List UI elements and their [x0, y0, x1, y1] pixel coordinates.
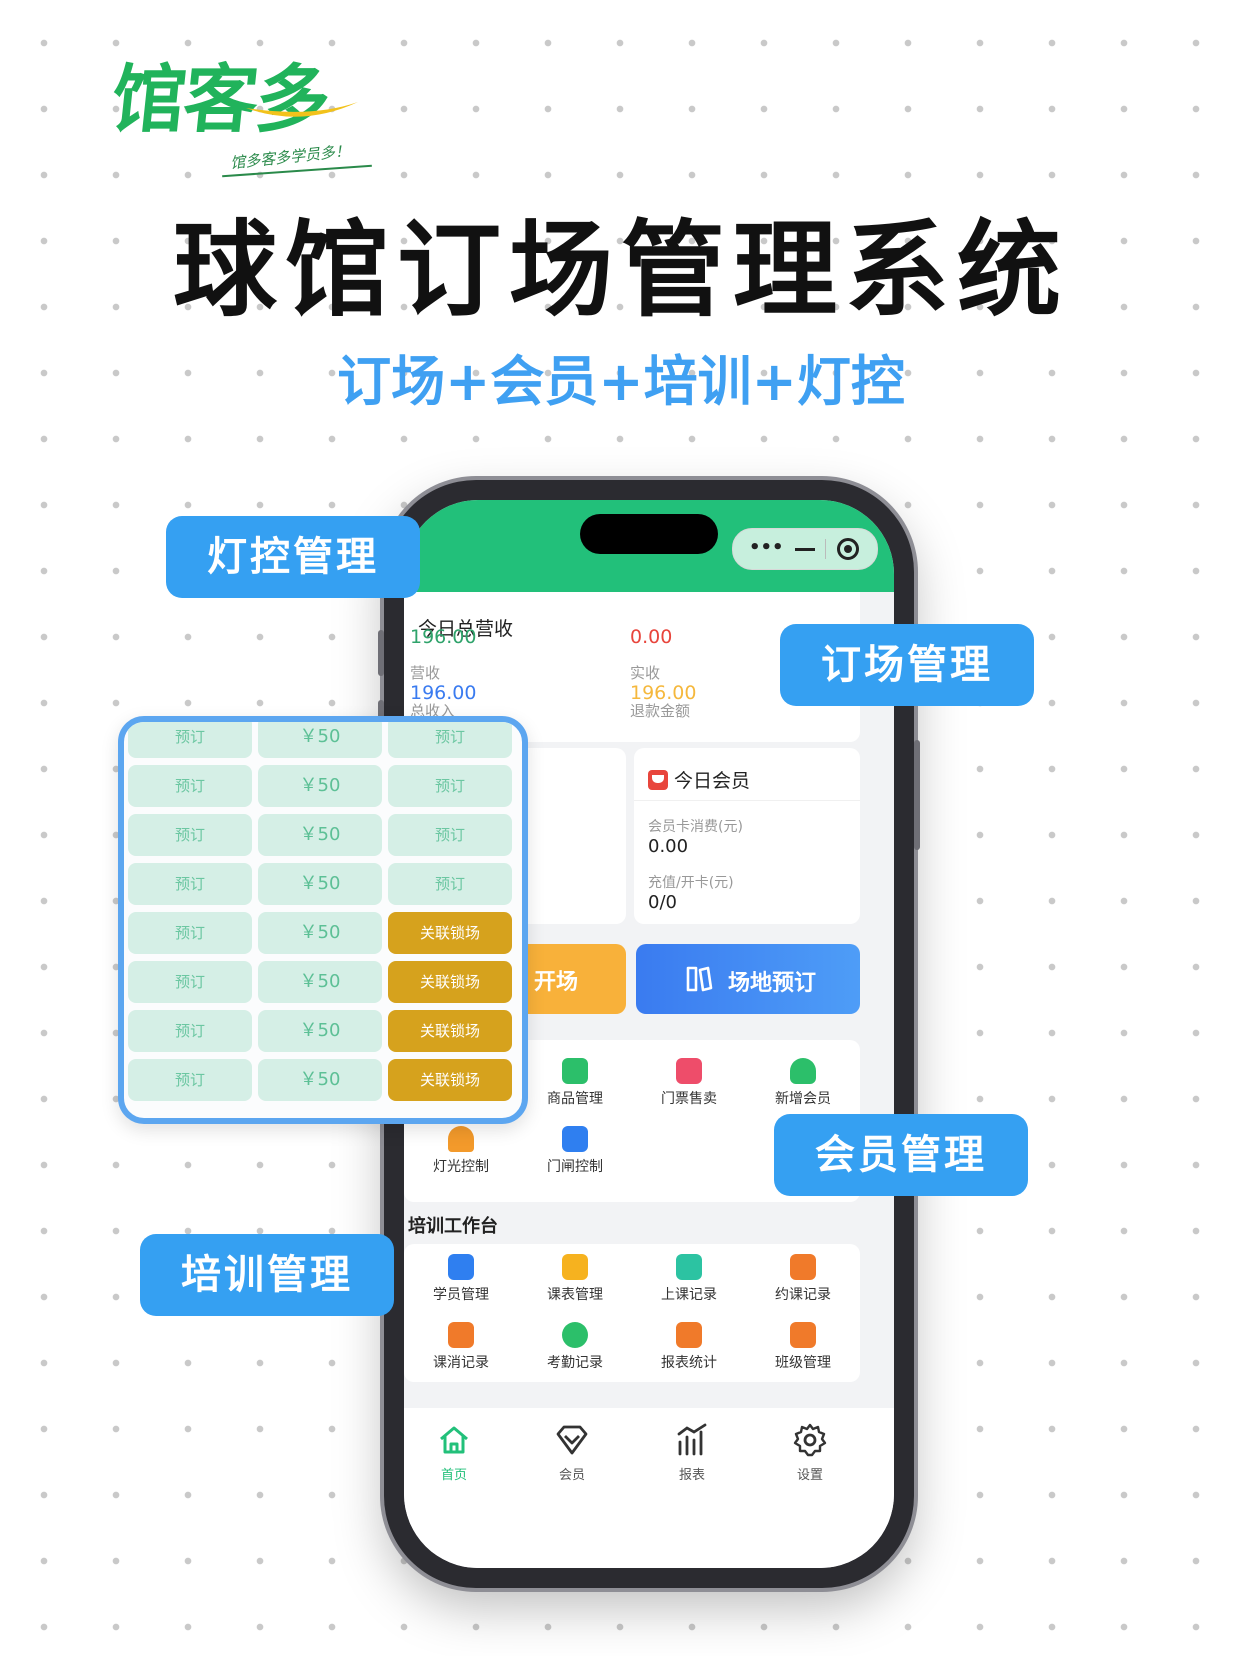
add-user-icon [790, 1058, 816, 1084]
table-cell-book[interactable]: 预订 [128, 912, 252, 954]
table-cell-price[interactable]: ￥50 [258, 912, 382, 954]
page-subtitle: 订场+会员+培训+灯控 [337, 350, 905, 413]
goods-icon [562, 1058, 588, 1084]
dynamic-island [580, 514, 718, 554]
court-booking-button[interactable]: 场地预订 [636, 944, 860, 1014]
graduation-cap-icon [448, 1254, 474, 1280]
class-icon [790, 1322, 816, 1348]
tab-reports[interactable]: 报表 [642, 1422, 742, 1483]
grid-item-add-member[interactable]: 新增会员 [746, 1058, 860, 1108]
phone-screen: ••• 今日总营收 总收入 退款金额 196.00 0.00 营收 实收 196… [404, 500, 894, 1568]
logo-swoosh-icon [246, 102, 358, 117]
lamp-icon [448, 1126, 474, 1152]
refund-value: 0.00 [630, 626, 673, 648]
grid-item-gate-control[interactable]: 门闸控制 [518, 1126, 632, 1176]
booking-icon [686, 966, 713, 992]
badge-court-booking: 订场管理 [780, 624, 1034, 706]
actual-value: 196.00 [630, 682, 697, 704]
table-cell-book[interactable]: 预订 [388, 722, 512, 758]
card-spend-label: 会员卡消费(元) [648, 819, 743, 835]
chart-icon [677, 1423, 707, 1456]
training-card: 学员管理 课表管理 上课记录 约课记录 课消记录 考勤记录 [404, 1244, 860, 1382]
table-cell-price[interactable]: ￥50 [258, 961, 382, 1003]
app-header: ••• [404, 500, 894, 592]
minimize-icon[interactable] [795, 548, 815, 551]
card-spend-value: 0.00 [648, 836, 689, 857]
badge-member-management: 会员管理 [774, 1114, 1028, 1196]
badge-light-control: 灯控管理 [166, 516, 420, 598]
court-booking-label: 场地预订 [728, 971, 817, 996]
tab-members[interactable]: 会员 [522, 1422, 622, 1483]
bottom-tab-bar: 首页 会员 报表 设置 [404, 1408, 894, 1568]
recharge-value: 0/0 [648, 892, 677, 913]
gear-icon [793, 1423, 827, 1457]
crown-icon [648, 770, 668, 790]
open-court-label: 开场 [534, 970, 579, 995]
appointment-icon [790, 1254, 816, 1280]
grid-item-attendance[interactable]: 考勤记录 [518, 1322, 632, 1372]
actual-label: 实收 [630, 664, 661, 682]
table-cell-book[interactable]: 预订 [388, 765, 512, 807]
ticket-icon [676, 1058, 702, 1084]
grid-item-schedule[interactable]: 课表管理 [518, 1254, 632, 1304]
close-target-icon[interactable] [837, 538, 859, 560]
table-cell-price[interactable]: ￥50 [258, 863, 382, 905]
calendar-icon [562, 1254, 588, 1280]
grid-item-class-management[interactable]: 班级管理 [746, 1322, 860, 1372]
tab-settings[interactable]: 设置 [760, 1422, 860, 1483]
brand-logo: 馆客多 馆多客多学员多！ [107, 57, 372, 188]
table-cell-book[interactable]: 预订 [128, 1010, 252, 1052]
table-cell-book[interactable]: 预订 [388, 863, 512, 905]
table-cell-book[interactable]: 预订 [128, 863, 252, 905]
training-section-title: 培训工作台 [408, 1216, 498, 1237]
revenue-title: 今日总营收 [418, 618, 514, 640]
book-icon [676, 1254, 702, 1280]
table-cell-book[interactable]: 预订 [128, 961, 252, 1003]
total-income-label: 总收入 [410, 702, 456, 720]
page-title: 球馆订场管理系统 [172, 209, 1069, 331]
attendance-icon [562, 1322, 588, 1348]
table-cell-locked[interactable]: 关联锁场 [388, 1059, 512, 1101]
grid-item-consumption[interactable]: 课消记录 [404, 1322, 518, 1372]
phone-silent-switch [378, 630, 384, 676]
table-cell-book[interactable]: 预订 [128, 765, 252, 807]
table-cell-book[interactable]: 预订 [128, 722, 252, 758]
gate-icon [562, 1126, 588, 1152]
grid-item-light-control[interactable]: 灯光控制 [404, 1126, 518, 1176]
miniprogram-capsule[interactable]: ••• [732, 528, 878, 570]
table-cell-price[interactable]: ￥50 [258, 1010, 382, 1052]
grid-item-students[interactable]: 学员管理 [404, 1254, 518, 1304]
table-cell-price[interactable]: ￥50 [258, 1059, 382, 1101]
grid-item-ticket[interactable]: 门票售卖 [632, 1058, 746, 1108]
recharge-label: 充值/开卡(元) [648, 875, 734, 891]
report-icon [676, 1322, 702, 1348]
phone-power-button [914, 740, 920, 850]
turnover-value: 196.00 [410, 682, 477, 704]
table-cell-locked[interactable]: 关联锁场 [388, 1010, 512, 1052]
table-cell-book[interactable]: 预订 [128, 814, 252, 856]
booking-table-overlay: 预订 ￥50 预订 预订 ￥50 预订 预订 ￥50 预订 预订 ￥50 预订 … [118, 716, 528, 1124]
vip-icon [556, 1425, 588, 1455]
today-members-title: 今日会员 [674, 770, 751, 792]
table-cell-locked[interactable]: 关联锁场 [388, 912, 512, 954]
table-cell-price[interactable]: ￥50 [258, 765, 382, 807]
grid-item-goods[interactable]: 商品管理 [518, 1058, 632, 1108]
consume-icon [448, 1322, 474, 1348]
table-cell-locked[interactable]: 关联锁场 [388, 961, 512, 1003]
table-cell-price[interactable]: ￥50 [258, 814, 382, 856]
grid-item-reports[interactable]: 报表统计 [632, 1322, 746, 1372]
table-cell-book[interactable]: 预订 [128, 1059, 252, 1101]
grid-item-class-records[interactable]: 上课记录 [632, 1254, 746, 1304]
total-income-value: 196.00 [410, 626, 477, 648]
tab-home[interactable]: 首页 [404, 1422, 504, 1483]
turnover-label: 营收 [410, 664, 441, 682]
today-members-card[interactable]: 今日会员 会员卡消费(元) 0.00 充值/开卡(元) 0/0 [634, 748, 860, 924]
more-icon[interactable]: ••• [749, 537, 784, 558]
table-cell-price[interactable]: ￥50 [258, 722, 382, 758]
refund-label: 退款金额 [630, 702, 691, 720]
home-icon [440, 1426, 468, 1454]
badge-training-management: 培训管理 [140, 1234, 394, 1316]
grid-item-appointments[interactable]: 约课记录 [746, 1254, 860, 1304]
table-cell-book[interactable]: 预订 [388, 814, 512, 856]
